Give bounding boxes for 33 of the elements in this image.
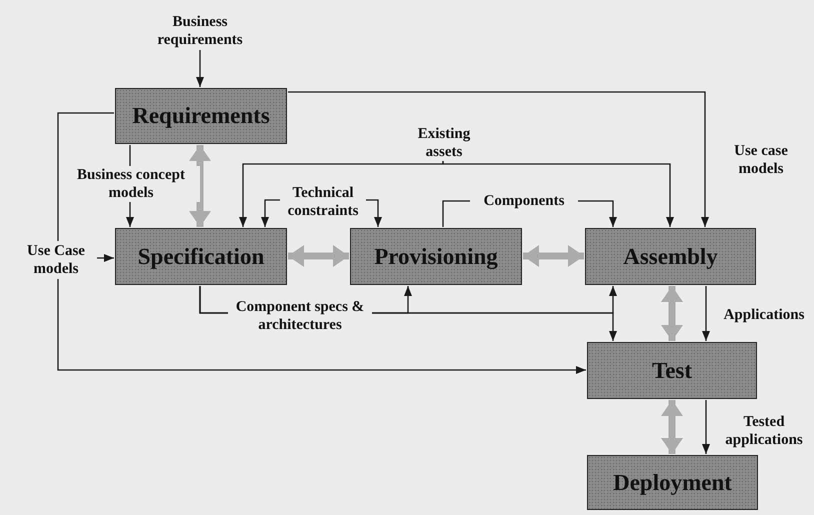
arrow [261, 199, 280, 227]
box-label: Assembly [623, 244, 718, 270]
input-label: Use Case models [16, 242, 96, 278]
double-arrow [661, 400, 683, 454]
input-label: Business requirements [140, 13, 260, 49]
process-box [115, 88, 287, 144]
box-label: Provisioning [374, 244, 498, 270]
process-box [585, 228, 756, 285]
double-arrow [523, 245, 584, 267]
process-box [587, 455, 758, 510]
arrow [366, 199, 382, 227]
process-box [350, 228, 522, 285]
box-label: Requirements [132, 103, 270, 129]
input-label: Existing assets [406, 126, 482, 160]
arrow [239, 161, 444, 227]
arrow [702, 400, 710, 454]
process-box [587, 342, 757, 399]
double-arrow [661, 286, 683, 341]
arrow [702, 286, 710, 341]
input-label: Technical constraints [281, 184, 365, 220]
box-label: Specification [138, 244, 264, 270]
double-arrow [288, 245, 349, 267]
process-box [115, 228, 287, 285]
box-label: Deployment [613, 470, 732, 496]
arrow [288, 91, 709, 227]
double-arrow [189, 145, 211, 227]
box-label: Test [652, 358, 692, 384]
arrow [97, 254, 114, 262]
arrow [196, 50, 204, 87]
arrow [442, 160, 674, 227]
edge-label: Components [470, 192, 578, 210]
connector-line [57, 112, 114, 241]
arrow [57, 279, 586, 374]
